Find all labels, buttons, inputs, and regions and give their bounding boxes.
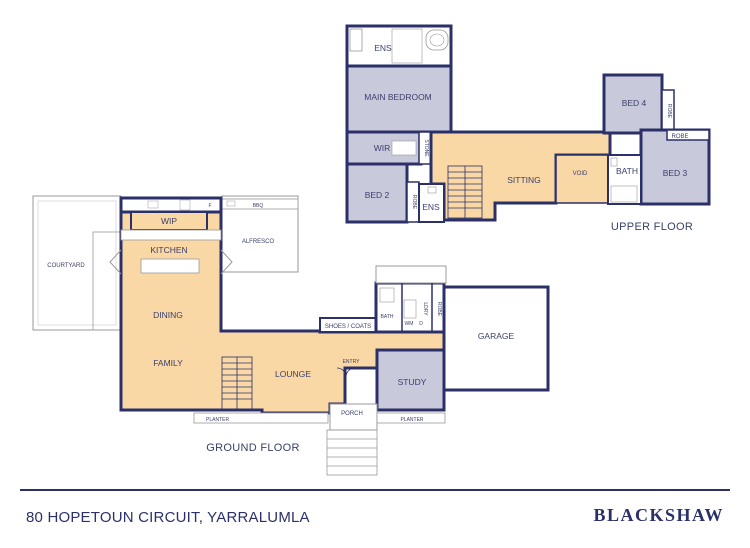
dryer-label: D [419, 321, 423, 327]
kitchen-island [140, 258, 200, 274]
upper-floor-label: UPPER FLOOR [611, 221, 693, 233]
shoes-coats-label: SHOES / COATS [325, 324, 371, 330]
footer-divider [20, 489, 730, 491]
ground-floor: COURTYARD ALFRESCO BBQ F WIP KITCHEN DIN… [32, 195, 550, 476]
property-address: 80 HOPETOUN CIRCUIT, YARRALUMLA [26, 509, 310, 526]
lounge-label: LOUNGE [275, 369, 311, 379]
planter-right-label: PLANTER [400, 417, 423, 423]
ground-floor-label: GROUND FLOOR [206, 442, 299, 454]
bbq-unit [226, 200, 236, 207]
bed3-robe [666, 129, 710, 141]
bed4-robe-label: ROBE [666, 104, 672, 119]
ens-bath-inner [429, 33, 445, 47]
bed3-robe-label: ROBE [671, 134, 688, 140]
courtyard-area [32, 195, 122, 331]
bath-upper-label: BATH [616, 166, 638, 176]
wir-bench [391, 140, 417, 156]
dining-label: DINING [153, 310, 183, 320]
ldry-label: LDRY [422, 302, 428, 316]
family-label: FAMILY [153, 358, 183, 368]
courtyard-inner [37, 200, 117, 326]
wir-label: WIR [374, 143, 391, 153]
wm-label: WM [405, 321, 414, 327]
bbq-label: BBQ [253, 203, 264, 209]
study-label: STUDY [398, 377, 427, 387]
kitchen-window-right [220, 249, 233, 275]
bed3-room [639, 128, 711, 206]
garage-room [442, 285, 550, 392]
study-room [375, 348, 446, 412]
wip-label: WIP [161, 216, 177, 226]
ens-cabinet [349, 28, 363, 52]
stone-label: STONE [423, 139, 429, 157]
alfresco-label: ALFRESCO [242, 239, 275, 245]
bed3-label: BED 3 [663, 168, 688, 178]
wm-unit [403, 299, 417, 319]
void-label: VOID [573, 171, 588, 177]
fridge-label: F [208, 203, 211, 209]
void-area [555, 154, 609, 204]
porch-steps [326, 429, 378, 476]
bed2-label: BED 2 [365, 190, 390, 200]
robe-ground-label: ROBE [436, 302, 442, 317]
porch-label: PORCH [341, 411, 363, 417]
ens-upper-label: ENS [374, 43, 392, 53]
kitchen-window-left [109, 249, 122, 275]
main-bedroom-label: MAIN BEDROOM [364, 92, 432, 102]
kitchen-cooktop [179, 199, 191, 211]
bed2-ens [418, 183, 445, 223]
bath-upper-tub [610, 185, 638, 203]
bath-upper-basin [610, 157, 618, 167]
planter-right [376, 412, 446, 424]
bath-ground-label: BATH [381, 314, 394, 320]
kitchen-back-bench [120, 229, 222, 241]
entry-label: ENTRY [343, 359, 361, 365]
bath-ground-shower [379, 287, 395, 303]
ground-stairs [221, 356, 253, 410]
brand-logo: BLACKSHAW [593, 505, 724, 525]
upper-stairs [447, 165, 483, 219]
porch-area [329, 403, 378, 431]
bath-upper-room [607, 154, 642, 205]
planter-left-label: PLANTER [206, 417, 229, 423]
upper-floor: ENS MAIN BEDROOM WIR STONE SITTING VOID … [345, 24, 711, 233]
entry-door-right [345, 367, 356, 378]
ens-bath-tub [425, 29, 449, 51]
kitchen-top-bench [119, 196, 223, 214]
kitchen-label: KITCHEN [150, 245, 187, 255]
sitting-label: SITTING [507, 175, 541, 185]
courtyard-label: COURTYARD [47, 263, 85, 269]
bed2-ens-label: ENS [422, 202, 440, 212]
bed2-robe-label: ROBE [411, 195, 417, 210]
bed4-label: BED 4 [622, 98, 647, 108]
ens-shower [391, 28, 423, 64]
bed2-ens-toilet [427, 186, 437, 194]
planter-left [193, 412, 329, 424]
garage-label: GARAGE [478, 331, 515, 341]
kitchen-sink [147, 200, 159, 209]
laundry-yard [375, 265, 447, 284]
